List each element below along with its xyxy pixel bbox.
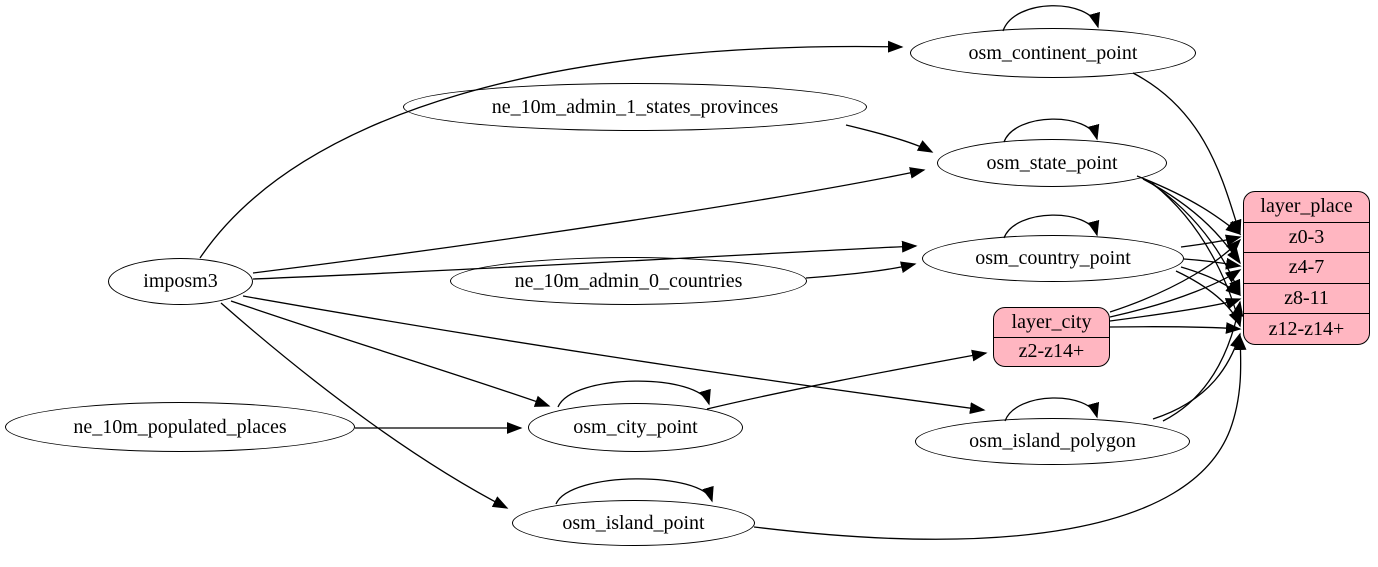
node-label-osm-city-point: osm_city_point	[573, 416, 698, 438]
node-label-osm-state-point: osm_state_point	[986, 151, 1118, 174]
node-label-osm-island-polygon: osm_island_polygon	[969, 430, 1136, 452]
node-label-ne-10m-admin-1-states-provinces: ne_10m_admin_1_states_provinces	[491, 95, 779, 118]
edge-imposm3-to-osm-island-polygon	[242, 295, 986, 415]
node-label-imposm3: imposm3	[143, 270, 218, 292]
node-osm-city-point: osm_city_point	[528, 403, 743, 452]
edge-osm-country-point-to-layer-place-z12-z14-	[1175, 270, 1241, 327]
node-label-osm-continent-point: osm_continent_point	[968, 41, 1138, 64]
edge-imposm3-to-osm-continent-point	[199, 40, 904, 259]
edge-osm-island-polygon-to-layer-place-z12-z14-	[1152, 332, 1242, 420]
node-osm-island-point: osm_island_point	[512, 500, 755, 546]
edge-osm-city-point-to-layer-city-z2-z14-	[706, 349, 988, 410]
node-osm-state-point: osm_state_point	[937, 139, 1167, 187]
edge-ne-10m-admin-1-states-provinces-to-osm-state-point	[845, 124, 934, 153]
edge-osm-island-polygon-to-layer-place-z8-11	[1162, 300, 1244, 422]
edge-osm-country-point-to-layer-place-z0-3	[1180, 234, 1242, 248]
edge-osm-country-point-to-layer-place-z8-11	[1180, 266, 1242, 296]
node-label-ne-10m-populated-places: ne_10m_populated_places	[73, 415, 287, 438]
node-label-osm-island-point: osm_island_point	[562, 511, 705, 534]
node-osm-country-point: osm_country_point	[922, 235, 1184, 282]
node-osm-island-polygon: osm_island_polygon	[915, 418, 1190, 465]
node-osm-continent-point: osm_continent_point	[910, 28, 1196, 78]
edge-layer-city-to-layer-place-z8-11	[1109, 298, 1242, 322]
record-row-z12-z14-: z12-z14+	[1244, 313, 1369, 344]
record-row-z2-z14-: z2-z14+	[994, 336, 1109, 367]
node-imposm3: imposm3	[108, 258, 253, 305]
node-label-osm-country-point: osm_country_point	[975, 247, 1131, 269]
node-label-ne-10m-admin-0-countries: ne_10m_admin_0_countries	[514, 269, 743, 292]
edge-ne-10m-admin-0-countries-to-osm-country-point	[805, 261, 917, 279]
node-ne-10m-admin-0-countries: ne_10m_admin_0_countries	[450, 257, 807, 305]
edge-layer-city-to-layer-place-z12-z14-	[1109, 322, 1242, 334]
edge-imposm3-to-osm-city-point	[230, 300, 551, 407]
record-row-z4-7: z4-7	[1244, 252, 1369, 283]
record-title-layer-place: layer_place	[1260, 195, 1353, 218]
edge-osm-state-point-to-layer-place-z0-3	[1136, 175, 1242, 235]
record-row-z0-3: z0-3	[1244, 221, 1369, 253]
record-title-layer-city: layer_city	[1011, 310, 1092, 333]
node-ne-10m-admin-1-states-provinces: ne_10m_admin_1_states_provinces	[403, 83, 867, 131]
record-layer-city: layer_city z2-z14+	[993, 307, 1110, 367]
node-ne-10m-populated-places: ne_10m_populated_places	[5, 402, 355, 452]
edge-osm-state-point-to-layer-place-z8-11	[1147, 180, 1241, 296]
record-row-z8-11: z8-11	[1244, 282, 1369, 314]
edge-osm-country-point-to-layer-place-z4-7	[1183, 257, 1242, 270]
